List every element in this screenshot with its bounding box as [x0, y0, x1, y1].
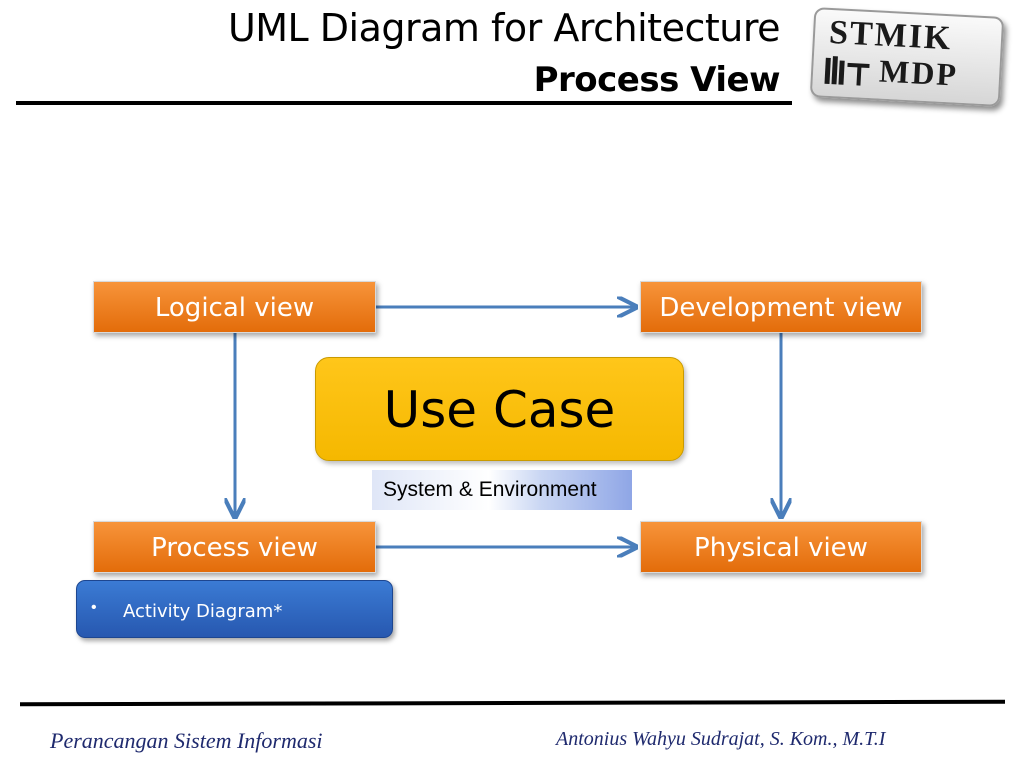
logical-view-box: Logical view [93, 281, 376, 333]
process-view-box: Process view [93, 521, 376, 573]
activity-diagram-item: Activity Diagram* [123, 601, 283, 622]
development-view-label: Development view [659, 293, 903, 323]
use-case-label: Use Case [383, 381, 616, 439]
system-environment-label: System & Environment [372, 470, 632, 510]
process-view-label: Process view [151, 533, 318, 563]
stmik-mdp-logo: STMIK MDP [809, 7, 1005, 107]
slide-title: UML Diagram for Architecture [227, 6, 781, 50]
bullet-icon: • [91, 599, 97, 616]
slide-subtitle: Process View [533, 60, 781, 100]
use-case-box: Use Case [315, 357, 684, 461]
physical-view-box: Physical view [640, 521, 922, 573]
footer-course-title: Perancangan Sistem Informasi [50, 728, 323, 753]
physical-view-label: Physical view [694, 533, 868, 563]
logical-view-label: Logical view [154, 293, 315, 323]
activity-diagram-box: • Activity Diagram* [76, 580, 393, 638]
header-divider [16, 101, 792, 105]
development-view-box: Development view [640, 281, 922, 333]
books-icon [824, 56, 870, 86]
footer-author: Antonius Wahyu Sudrajat, S. Kom., M.T.I [556, 728, 886, 750]
